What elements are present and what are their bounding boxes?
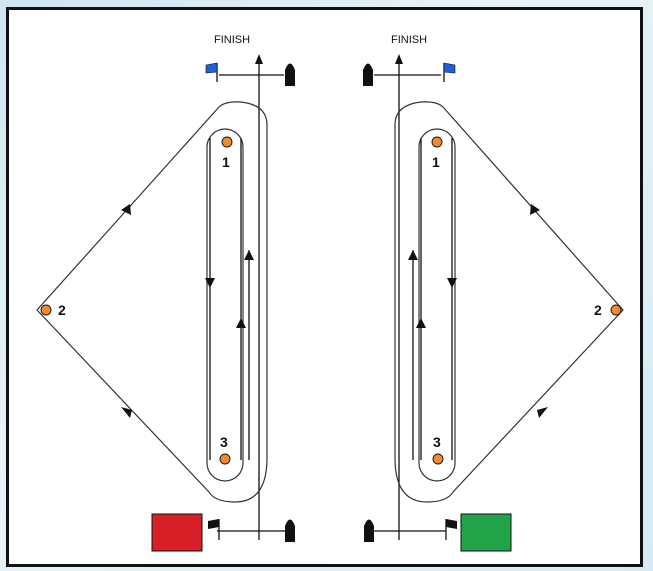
right-mark-1-label: 1 [432,154,440,170]
course-diagram: FINISH 1 2 3 [36,34,624,552]
right-finish-label: FINISH [391,34,427,46]
left-mark-2-label: 2 [58,302,66,318]
right-finish-flag-icon [443,62,456,82]
right-inner-loop [418,128,456,482]
right-mark-2-label: 2 [594,302,602,318]
course-diagram-frame: FINISH 1 2 3 [6,7,643,567]
right-start-flag-icon [445,519,457,540]
left-mark-2-buoy-icon [40,304,52,316]
left-finish-boat-icon [285,63,295,86]
left-outer-loop [36,101,268,503]
right-finish-boat-icon [363,63,373,86]
right-class-flag-icon [460,513,512,552]
left-course: FINISH 1 2 3 [36,34,295,552]
left-up-arrow-icon-2 [236,318,246,328]
left-down-arrow-icon [205,278,215,288]
right-outer-loop [394,101,624,503]
right-start-boat-icon [364,519,374,542]
right-mark-3-buoy-icon [432,453,444,465]
right-mark-3-label: 3 [433,434,441,450]
left-finish-label: FINISH [214,34,250,46]
right-mark-1-buoy-icon [431,136,443,148]
right-course: FINISH 1 2 3 [363,34,624,552]
left-start-flag-icon [208,519,220,540]
left-up-arrow-icon [244,250,254,260]
right-down-arrow-icon [447,278,457,288]
left-leg-arrow-icon [121,204,131,215]
left-finish-flag-icon [205,62,218,82]
left-mark-1-buoy-icon [221,136,233,148]
left-start-boat-icon [285,519,295,542]
right-mark-2-buoy-icon [610,304,622,316]
left-class-flag-icon [151,513,203,552]
right-leg-arrow-icon [530,204,540,215]
left-mark-1-label: 1 [222,154,230,170]
left-inner-loop [206,128,244,482]
right-up-arrow-icon-2 [416,318,426,328]
right-finish-arrow-icon [395,54,403,64]
left-mark-3-buoy-icon [219,453,231,465]
left-leg-arrow-icon-2 [121,407,132,418]
left-finish-arrow-icon [255,54,263,64]
right-up-arrow-icon [408,250,418,260]
left-mark-3-label: 3 [220,434,228,450]
left-finish-flag-fill [205,62,218,74]
right-leg-arrow-icon-2 [537,407,548,418]
